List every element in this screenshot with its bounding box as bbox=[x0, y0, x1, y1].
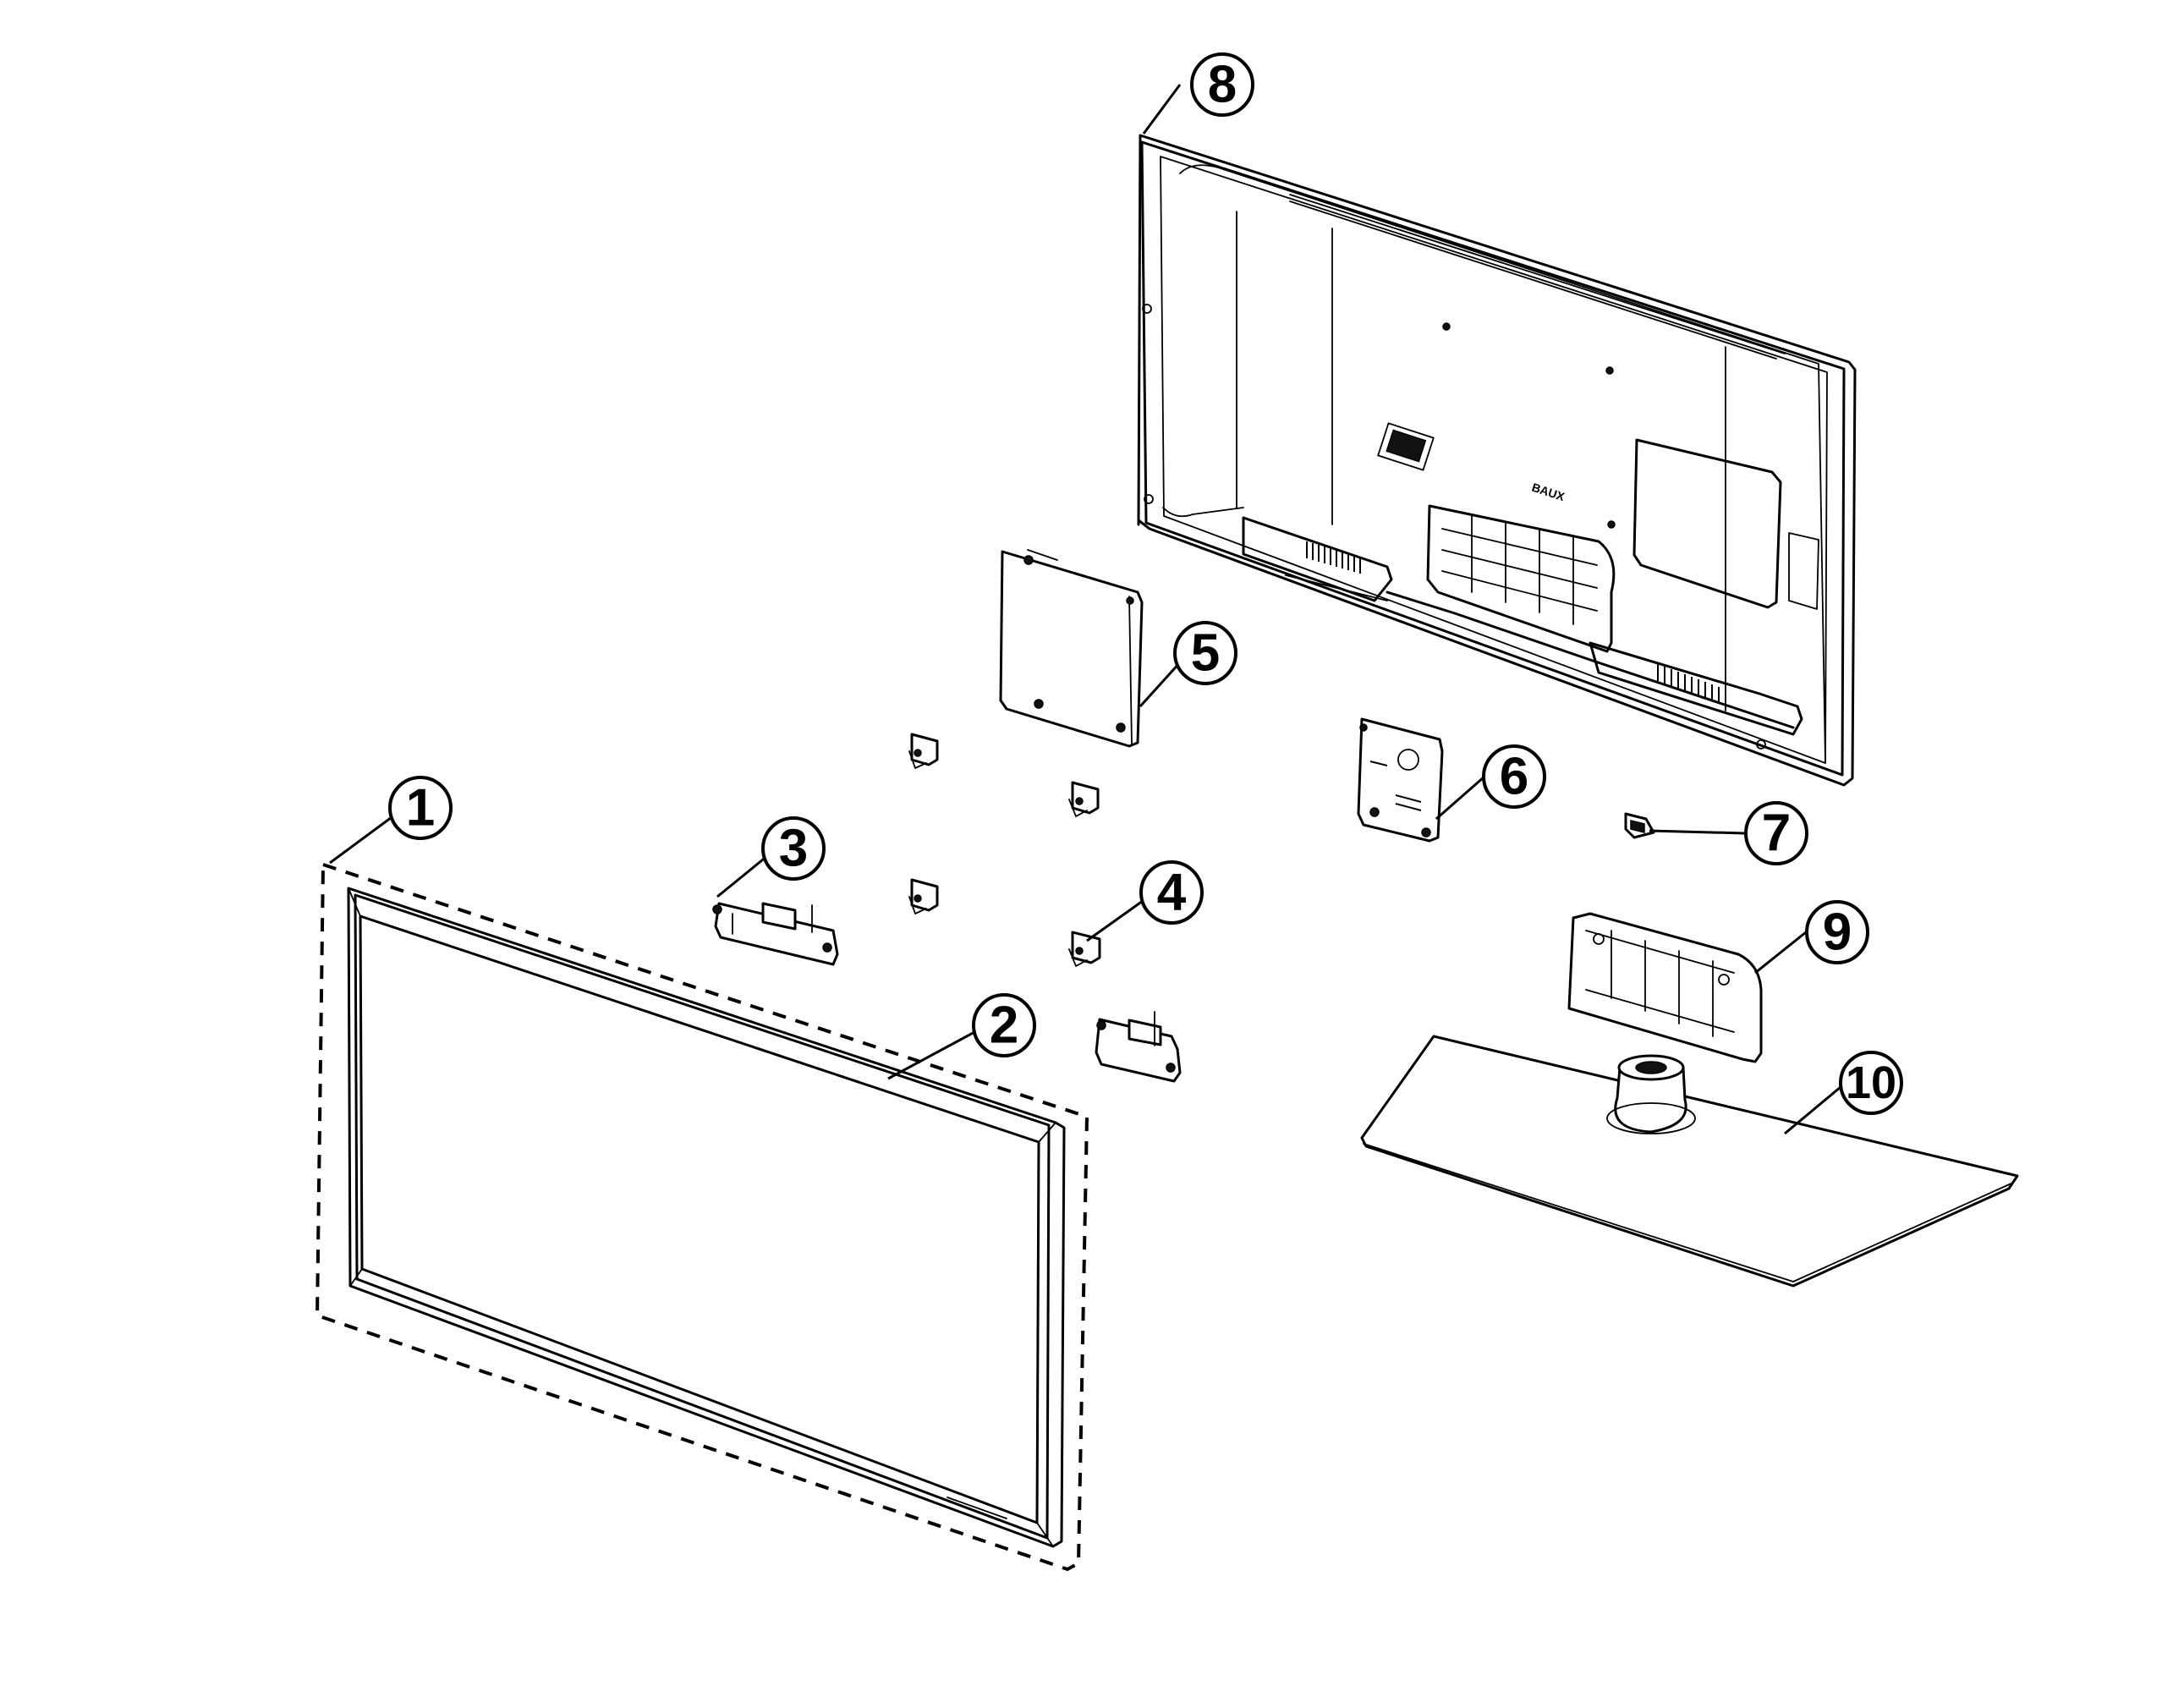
ir-sensor-part bbox=[1624, 812, 1655, 839]
callout-8: 8 bbox=[1190, 52, 1254, 117]
speaker-right-part bbox=[1095, 1011, 1182, 1083]
rear-cover-part: BAUX bbox=[1137, 134, 1857, 787]
callout-4: 4 bbox=[1139, 860, 1204, 925]
hinge-bracket bbox=[1068, 781, 1100, 817]
callout-10: 10 bbox=[1839, 1051, 1903, 1115]
callout-5: 5 bbox=[1173, 621, 1237, 685]
callout-label: 6 bbox=[1500, 748, 1528, 806]
callout-label: 5 bbox=[1191, 624, 1220, 683]
callout-label: 10 bbox=[1846, 1057, 1896, 1108]
bracket-part bbox=[1068, 931, 1101, 967]
speaker-left-part bbox=[712, 902, 839, 966]
callout-label: 4 bbox=[1157, 864, 1187, 922]
callout-label: 2 bbox=[990, 997, 1018, 1055]
stand-base-part bbox=[1360, 1035, 2019, 1288]
hinge-bracket bbox=[908, 878, 939, 914]
callout-label: 3 bbox=[779, 820, 808, 878]
front-panel-assembly-outline bbox=[315, 862, 1089, 1572]
svg-text:BAUX: BAUX bbox=[1530, 481, 1567, 504]
callout-1: 1 bbox=[388, 776, 453, 840]
leader-lines bbox=[329, 84, 1846, 1135]
callout-2: 2 bbox=[972, 993, 1036, 1057]
callout-label: 8 bbox=[1208, 56, 1237, 114]
callout-label: 1 bbox=[406, 779, 435, 838]
callout-7: 7 bbox=[1744, 801, 1808, 865]
hinge-bracket bbox=[908, 733, 939, 769]
callout-label: 9 bbox=[1823, 903, 1852, 962]
sub-board-part bbox=[1357, 717, 1444, 843]
callout-3: 3 bbox=[761, 816, 826, 881]
front-bezel-part bbox=[347, 887, 1066, 1548]
callout-9: 9 bbox=[1805, 900, 1869, 964]
callout-6: 6 bbox=[1482, 744, 1546, 809]
stand-neck-part bbox=[1567, 912, 1763, 1063]
board-cover-part bbox=[999, 549, 1144, 748]
callout-label: 7 bbox=[1762, 805, 1791, 863]
